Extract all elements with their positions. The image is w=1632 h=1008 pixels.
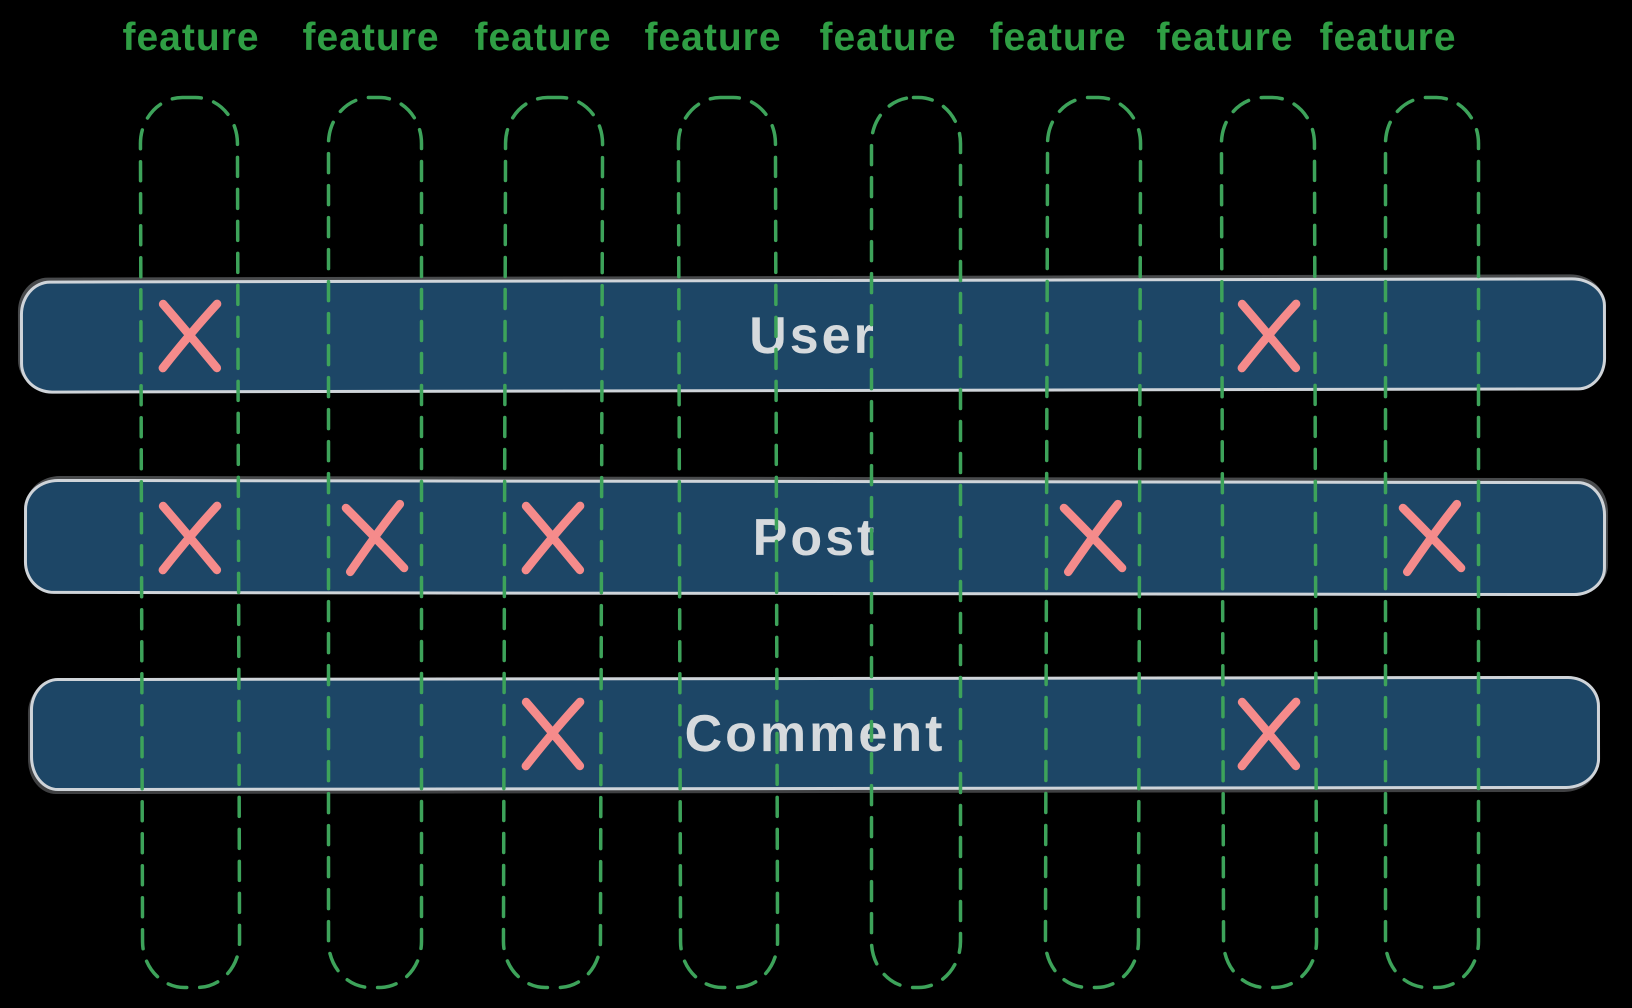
x-mark-post-feature-3 — [509, 492, 596, 583]
feature-column-3 — [501, 95, 605, 990]
x-mark-post-feature-6 — [1049, 492, 1136, 583]
x-mark-post-feature-1 — [146, 492, 233, 583]
x-mark-comment-feature-7 — [1225, 688, 1312, 779]
feature-label-3: feature — [474, 16, 612, 59]
feature-column-1 — [138, 95, 242, 990]
feature-column-8 — [1383, 95, 1481, 990]
entity-row-post: Post — [23, 478, 1607, 597]
feature-label-4: feature — [644, 16, 782, 59]
x-mark-user-feature-7 — [1225, 290, 1312, 381]
feature-label-2: feature — [302, 16, 440, 59]
feature-label-6: feature — [989, 16, 1127, 59]
entity-row-comment: Comment — [29, 675, 1601, 792]
feature-label-8: feature — [1319, 16, 1457, 59]
feature-label-1: feature — [122, 16, 260, 59]
feature-column-5 — [869, 95, 963, 990]
x-mark-post-feature-2 — [331, 492, 418, 583]
feature-column-4 — [676, 95, 780, 990]
feature-column-6 — [1043, 95, 1143, 990]
x-mark-post-feature-8 — [1388, 492, 1475, 583]
entity-row-user: User — [19, 277, 1607, 394]
feature-column-2 — [326, 95, 424, 990]
x-mark-user-feature-1 — [146, 290, 233, 381]
feature-label-5: feature — [819, 16, 957, 59]
x-mark-comment-feature-3 — [509, 688, 596, 779]
feature-label-7: feature — [1156, 16, 1294, 59]
feature-column-7 — [1219, 95, 1319, 990]
